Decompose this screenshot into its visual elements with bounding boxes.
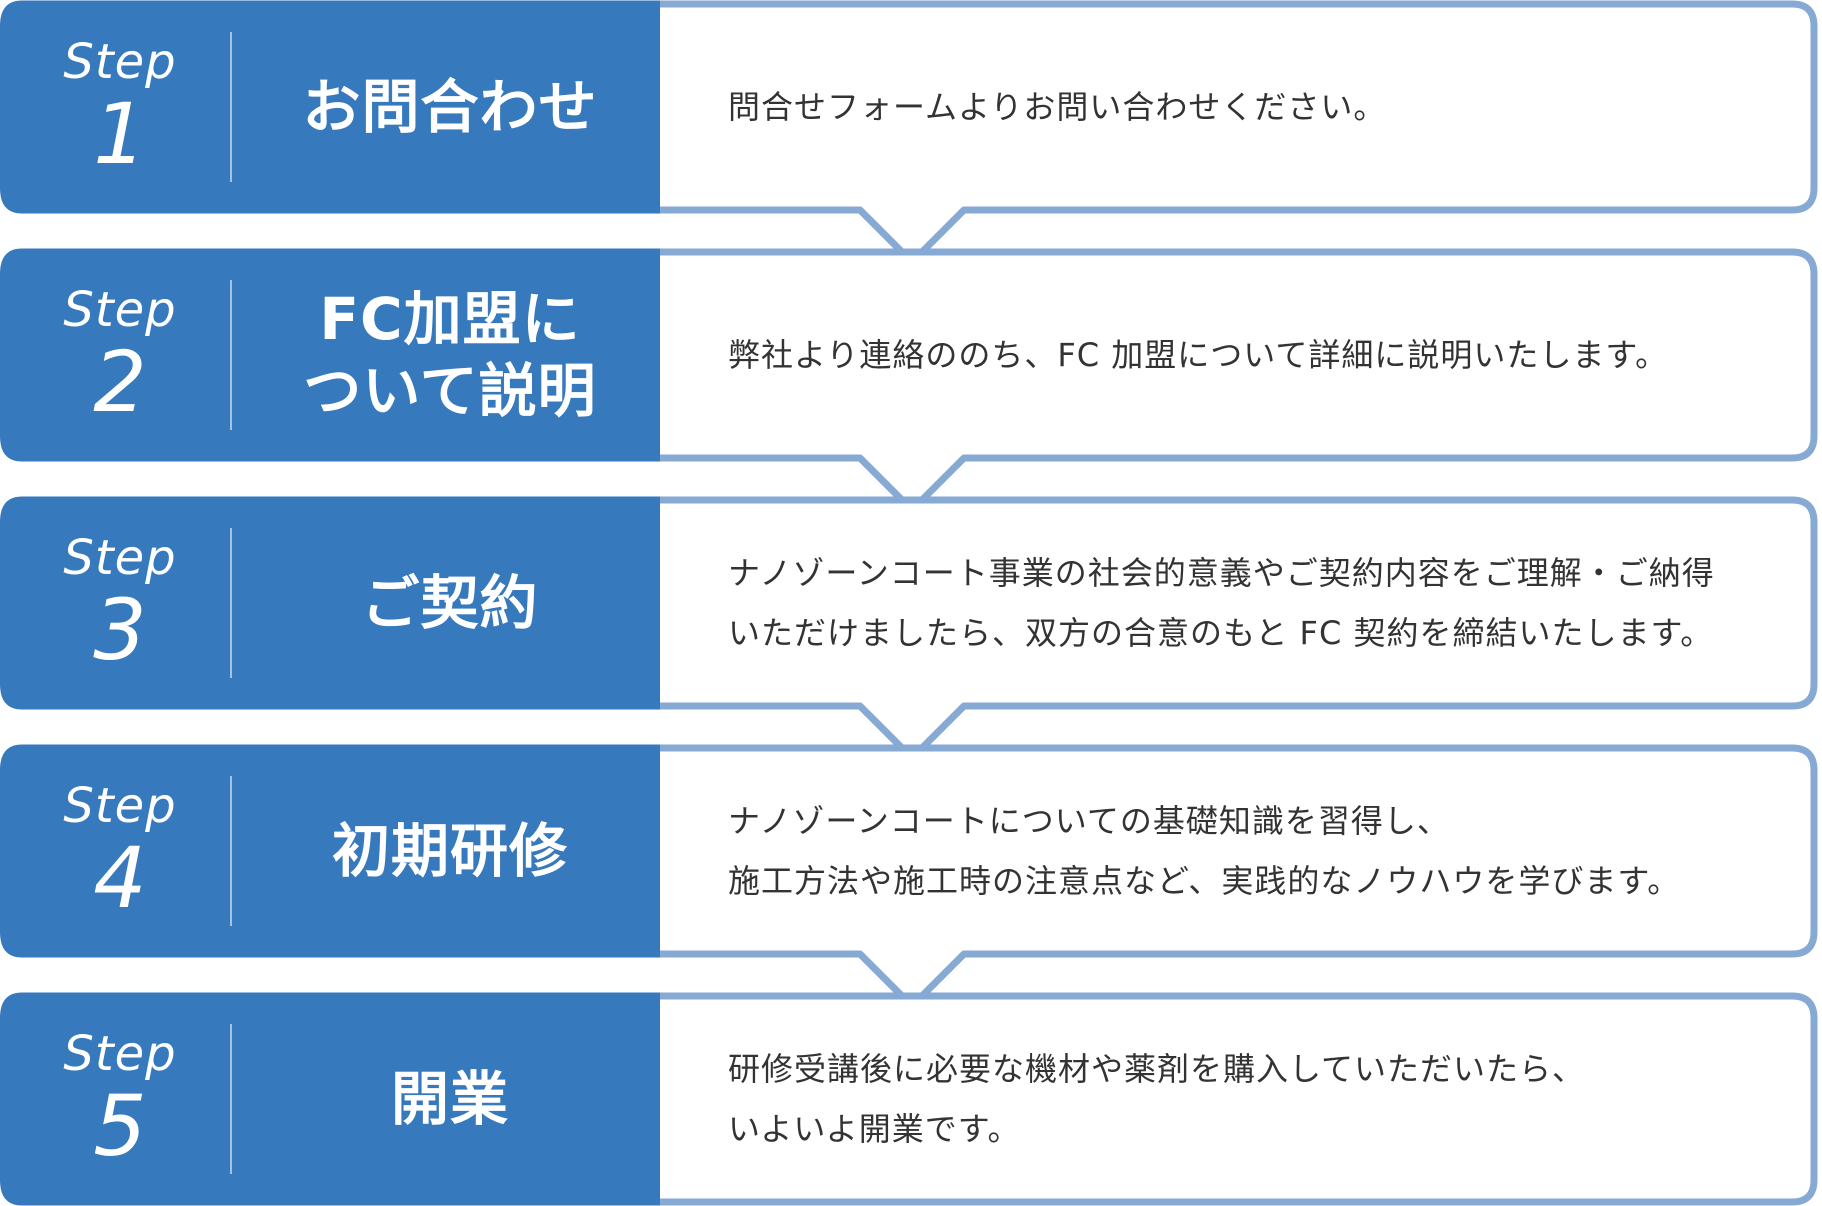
step-number: 4 bbox=[93, 829, 147, 927]
step-label: Step 4 初期研修 bbox=[0, 744, 660, 958]
description-box-outline bbox=[660, 248, 1818, 514]
step-title-wrap: 初期研修 bbox=[240, 744, 660, 958]
step-3-shape bbox=[0, 496, 1818, 762]
step-description-line: 研修受講後に必要な機材や薬剤を購入していただいたら、 bbox=[728, 1050, 1586, 1088]
step-title-line: 初期研修 bbox=[331, 817, 568, 885]
step-word: Step bbox=[63, 282, 177, 338]
step-description: 問合せフォームよりお問い合わせください。 bbox=[728, 0, 1788, 214]
step-title: お問合わせ bbox=[302, 71, 597, 143]
step-word: Step bbox=[63, 778, 177, 834]
step-title: 初期研修 bbox=[332, 815, 568, 887]
step-2: Step 2 FC加盟について説明 弊社より連絡ののち、FC 加盟について詳細に… bbox=[0, 248, 1822, 462]
step-label-block bbox=[0, 248, 660, 462]
step-label-block bbox=[0, 496, 660, 710]
step-title: 開業 bbox=[391, 1063, 509, 1135]
step-description-line: ナノゾーンコート事業の社会的意義やご契約内容をご理解・ご納得 bbox=[728, 554, 1715, 592]
step-description-line: 問合せフォームよりお問い合わせください。 bbox=[728, 88, 1387, 126]
step-1: Step 1 お問合わせ 問合せフォームよりお問い合わせください。 bbox=[0, 0, 1822, 214]
description-box-outline bbox=[660, 0, 1818, 266]
step-title-line: 開業 bbox=[390, 1065, 509, 1133]
step-description-line: ナノゾーンコートについての基礎知識を習得し、 bbox=[728, 802, 1450, 840]
step-label-block bbox=[0, 744, 660, 958]
step-5-shape bbox=[0, 992, 1818, 1206]
step-3: Step 3 ご契約 ナノゾーンコート事業の社会的意義やご契約内容をご理解・ご納… bbox=[0, 496, 1822, 710]
step-1-shape bbox=[0, 0, 1818, 266]
label-divider bbox=[230, 776, 232, 926]
step-title-wrap: FC加盟について説明 bbox=[240, 248, 660, 462]
label-divider bbox=[230, 1024, 232, 1174]
step-label-block bbox=[0, 0, 660, 214]
step-2-shape bbox=[0, 248, 1818, 514]
step-title-line: お問合わせ bbox=[302, 73, 598, 141]
step-description: ナノゾーンコート事業の社会的意義やご契約内容をご理解・ご納得いただけましたら、双… bbox=[728, 496, 1788, 710]
step-description: 弊社より連絡ののち、FC 加盟について詳細に説明いたします。 bbox=[728, 248, 1788, 462]
step-title-wrap: ご契約 bbox=[240, 496, 660, 710]
step-description: 研修受講後に必要な機材や薬剤を購入していただいたら、いよいよ開業です。 bbox=[728, 992, 1788, 1206]
step-label: Step 2 FC加盟について説明 bbox=[0, 248, 660, 462]
label-divider bbox=[230, 528, 232, 678]
step-title-wrap: お問合わせ bbox=[240, 0, 660, 214]
step-description: ナノゾーンコートについての基礎知識を習得し、施工方法や施工時の注意点など、実践的… bbox=[728, 744, 1788, 958]
step-number: 1 bbox=[93, 85, 147, 183]
step-5: Step 5 開業 研修受講後に必要な機材や薬剤を購入していただいたら、いよいよ… bbox=[0, 992, 1822, 1206]
step-label: Step 5 開業 bbox=[0, 992, 660, 1206]
step-title: FC加盟について説明 bbox=[303, 283, 596, 427]
description-box-outline bbox=[660, 744, 1818, 1010]
step-label: Step 1 お問合わせ bbox=[0, 0, 660, 214]
step-label-block bbox=[0, 992, 660, 1206]
step-number: 5 bbox=[93, 1077, 147, 1175]
description-box-outline bbox=[660, 992, 1818, 1206]
label-divider bbox=[230, 280, 232, 430]
step-description-line: 弊社より連絡ののち、FC 加盟について詳細に説明いたします。 bbox=[728, 336, 1669, 374]
step-number: 3 bbox=[93, 581, 147, 679]
step-title-line: FC加盟に bbox=[319, 285, 581, 353]
description-box-outline bbox=[660, 496, 1818, 762]
step-4-shape bbox=[0, 744, 1818, 1010]
step-title: ご契約 bbox=[361, 567, 538, 639]
step-title-line: ご契約 bbox=[361, 569, 539, 637]
step-description-line: いよいよ開業です。 bbox=[728, 1110, 1021, 1148]
step-word: Step bbox=[63, 34, 177, 90]
label-divider bbox=[230, 32, 232, 182]
step-word: Step bbox=[63, 530, 177, 586]
step-number: 2 bbox=[93, 333, 147, 431]
step-title-wrap: 開業 bbox=[240, 992, 660, 1206]
step-title-line: ついて説明 bbox=[303, 357, 597, 425]
step-label: Step 3 ご契約 bbox=[0, 496, 660, 710]
step-word: Step bbox=[63, 1026, 177, 1082]
step-description-line: いただけましたら、双方の合意のもと FC 契約を締結いたします。 bbox=[728, 614, 1714, 652]
step-4: Step 4 初期研修 ナノゾーンコートについての基礎知識を習得し、施工方法や施… bbox=[0, 744, 1822, 958]
step-description-line: 施工方法や施工時の注意点など、実践的なノウハウを学びます。 bbox=[728, 862, 1681, 900]
